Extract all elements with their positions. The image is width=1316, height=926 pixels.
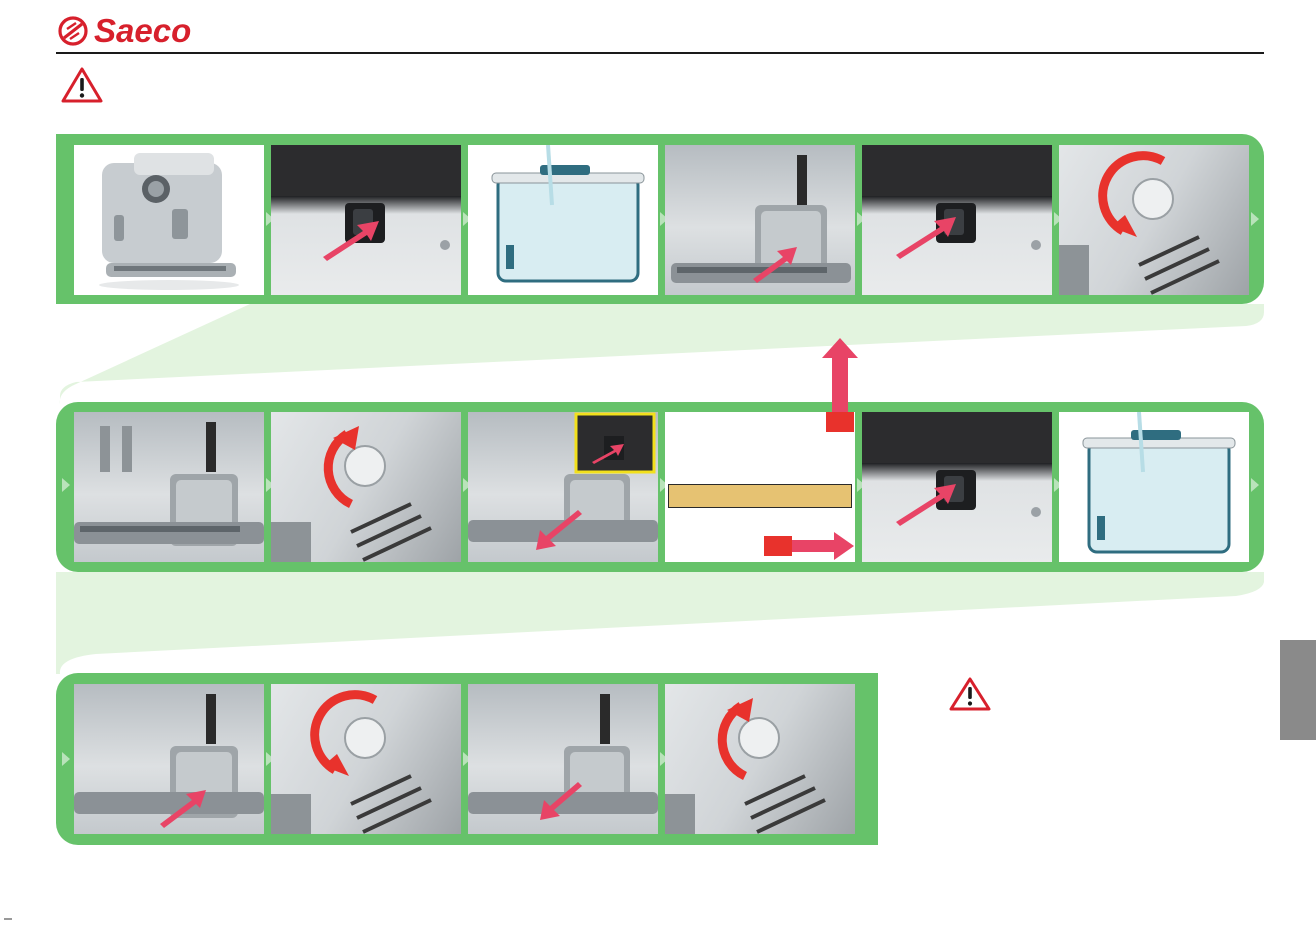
cup-remove-illustration bbox=[468, 684, 658, 834]
next-step-arrow-icon bbox=[62, 752, 70, 766]
step-panel-machine bbox=[74, 145, 264, 295]
main-switch-illustration bbox=[862, 412, 1052, 562]
warning-triangle-icon bbox=[948, 676, 992, 712]
water-tank-illustration bbox=[468, 145, 658, 295]
step-panel-water-tank bbox=[468, 145, 658, 295]
cup-under-wand-illustration bbox=[665, 145, 855, 295]
row-connector-1 bbox=[56, 300, 1264, 408]
water-tank-illustration bbox=[1059, 412, 1249, 562]
step-panel-main-switch bbox=[862, 145, 1052, 295]
step-panel-steam-knob bbox=[1059, 145, 1249, 295]
main-switch-illustration bbox=[862, 145, 1052, 295]
step-panel-steam-knob bbox=[665, 684, 855, 834]
step-panel-main-switch bbox=[862, 412, 1052, 562]
steam-knob-illustration bbox=[665, 684, 855, 834]
brand-name: Saeco bbox=[94, 15, 191, 47]
cup-remove-illustration bbox=[468, 412, 658, 562]
step-panel-cup-remove bbox=[468, 412, 658, 562]
next-step-arrow-icon bbox=[1251, 212, 1259, 226]
step-panel-cup-steam bbox=[665, 145, 855, 295]
coffee-machine-illustration bbox=[74, 145, 264, 295]
steam-knob-illustration bbox=[271, 412, 461, 562]
step-panel-main-switch bbox=[271, 145, 461, 295]
step-panel-cup-steam bbox=[74, 684, 264, 834]
step-marker-right bbox=[764, 536, 792, 556]
steam-knob-illustration bbox=[271, 684, 461, 834]
step-panel-cup-steam bbox=[74, 412, 264, 562]
row-connector-2 bbox=[56, 568, 1264, 678]
step-panel-steam-knob bbox=[271, 684, 461, 834]
steam-knob-illustration bbox=[1059, 145, 1249, 295]
up-arrow-icon bbox=[818, 336, 862, 412]
next-step-arrow-icon bbox=[1251, 478, 1259, 492]
next-step-arrow-icon bbox=[62, 478, 70, 492]
cup-under-wand-illustration bbox=[74, 412, 264, 562]
header-rule bbox=[56, 52, 1264, 54]
section-tab bbox=[1280, 640, 1316, 740]
cup-under-wand-illustration bbox=[74, 684, 264, 834]
step-panel-water-tank bbox=[1059, 412, 1249, 562]
saeco-logo: Saeco bbox=[58, 15, 191, 47]
step-panel-cup-remove bbox=[468, 684, 658, 834]
main-switch-illustration bbox=[271, 145, 461, 295]
step-panel-steam-knob bbox=[271, 412, 461, 562]
highlight-bar bbox=[668, 484, 852, 508]
right-arrow-icon bbox=[792, 530, 856, 562]
warning-triangle-icon bbox=[60, 66, 104, 104]
page-corner-mark bbox=[4, 918, 12, 920]
saeco-logo-icon bbox=[58, 16, 88, 46]
step-marker-up bbox=[826, 412, 854, 432]
